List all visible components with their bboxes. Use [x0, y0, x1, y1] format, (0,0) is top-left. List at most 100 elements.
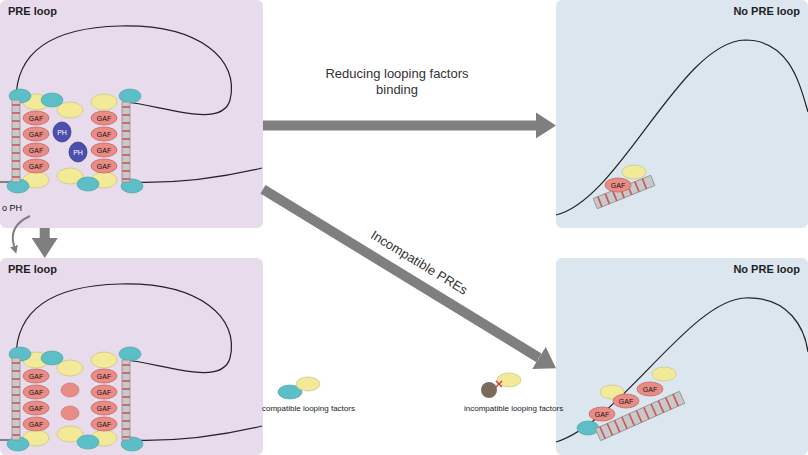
looping-factor: [600, 385, 624, 399]
gaf-protein: [91, 417, 117, 431]
pre-loop-figure: [0, 26, 262, 193]
gaf-protein: [91, 401, 117, 415]
protein-label: GAF: [97, 131, 111, 138]
protein-label: PH: [73, 149, 83, 156]
dna-segment: [595, 391, 684, 440]
looping-factor: [119, 347, 141, 361]
gaf-protein: [91, 385, 117, 399]
gaf-protein: [23, 401, 49, 415]
protein-label: GAF: [97, 421, 111, 428]
looping-factor: [9, 89, 31, 103]
legend-text: compatible looping factors: [262, 404, 355, 413]
dna-segment: [12, 100, 20, 182]
looping-factor: [652, 367, 676, 381]
panel-title: PRE loop: [0, 258, 263, 280]
looping-factor: [41, 351, 63, 365]
incompatible-mark: [496, 381, 502, 387]
incompatible-icon: [497, 373, 521, 387]
protein-label: GAF: [29, 389, 43, 396]
looping-factor: [119, 89, 141, 103]
protein-label: GAF: [29, 115, 43, 122]
looping-factor: [77, 435, 99, 449]
looping-factor: [91, 352, 117, 368]
gaf-protein: [589, 407, 615, 421]
looping-factor: [57, 360, 83, 376]
looping-factor: [77, 177, 99, 191]
protein-label: GAF: [29, 147, 43, 154]
legend-text: incompatible looping factors: [464, 404, 563, 413]
gaf-protein: [613, 394, 639, 408]
protein-label: GAF: [595, 411, 609, 418]
looping-factor: [57, 102, 83, 118]
dna-segment: [122, 102, 130, 182]
incompatible-icon: [481, 382, 497, 398]
looping-factor: [91, 430, 117, 446]
gaf-protein: [91, 143, 117, 157]
process-arrow: [40, 228, 50, 238]
panel: No PRE loop: [556, 258, 808, 455]
looping-factor: [577, 421, 599, 435]
ph-protein: [53, 122, 71, 142]
looping-factor: [23, 352, 49, 368]
panel: No PRE loop: [556, 0, 808, 228]
dna-segment: [122, 360, 130, 440]
panel: PRE loop: [0, 0, 263, 228]
looping-factor: [57, 426, 83, 442]
no-loop-figure: [556, 40, 808, 215]
gaf-protein: [23, 127, 49, 141]
chromatin-line: [0, 426, 262, 440]
protein-label: GAF: [643, 386, 657, 393]
gaf-protein: [91, 159, 117, 173]
looping-factor: [622, 165, 646, 179]
gaf-protein: [91, 369, 117, 383]
looping-factor: [91, 94, 117, 110]
looping-factor: [23, 94, 49, 110]
legend-icons: [278, 373, 521, 399]
protein-label: GAF: [97, 389, 111, 396]
gaf-protein: [23, 369, 49, 383]
gaf-protein: [23, 143, 49, 157]
panel-title: PRE loop: [0, 0, 263, 22]
chromatin-loop: [16, 284, 232, 373]
compatible-icon: [278, 385, 302, 399]
process-arrow: [263, 120, 536, 130]
arrow-label: Incompatible PREs: [367, 228, 470, 300]
protein-label: GAF: [611, 182, 625, 189]
protein-label: GAF: [97, 115, 111, 122]
gaf-protein: [23, 159, 49, 173]
looping-factor: [23, 430, 49, 446]
looping-factor: [121, 179, 143, 193]
chromatin-loop: [16, 26, 232, 115]
process-arrow: [263, 189, 539, 358]
gaf-protein: [23, 385, 49, 399]
gaf-protein: [637, 382, 663, 396]
gaf-protein: [23, 417, 49, 431]
gaf-protein: [91, 111, 117, 125]
looping-factor: [57, 168, 83, 184]
protein-label: GAF: [29, 131, 43, 138]
protein-label: GAF: [29, 163, 43, 170]
gaf-protein: [61, 406, 79, 420]
looping-factor: [91, 172, 117, 188]
compatible-icon: [296, 377, 320, 391]
protein-label: GAF: [97, 373, 111, 380]
panel-title: No PRE loop: [556, 0, 808, 22]
protein-label: PH: [57, 129, 67, 136]
pre-loop-figure: [0, 284, 262, 451]
looping-factor: [121, 437, 143, 451]
dna-segment: [12, 358, 20, 440]
dna-segment: [593, 175, 655, 208]
gaf-protein: [605, 178, 631, 192]
panel-title: No PRE loop: [556, 258, 808, 280]
gaf-protein: [91, 127, 117, 141]
no-loop-figure: [556, 298, 808, 442]
arrow-label: Reducing looping factors binding: [315, 66, 480, 99]
gaf-protein: [23, 111, 49, 125]
note: o PH: [2, 204, 22, 213]
looping-factor: [9, 347, 31, 361]
gaf-protein: [61, 383, 79, 397]
ph-protein: [69, 142, 87, 162]
looping-factor: [7, 437, 29, 451]
protein-label: GAF: [29, 373, 43, 380]
